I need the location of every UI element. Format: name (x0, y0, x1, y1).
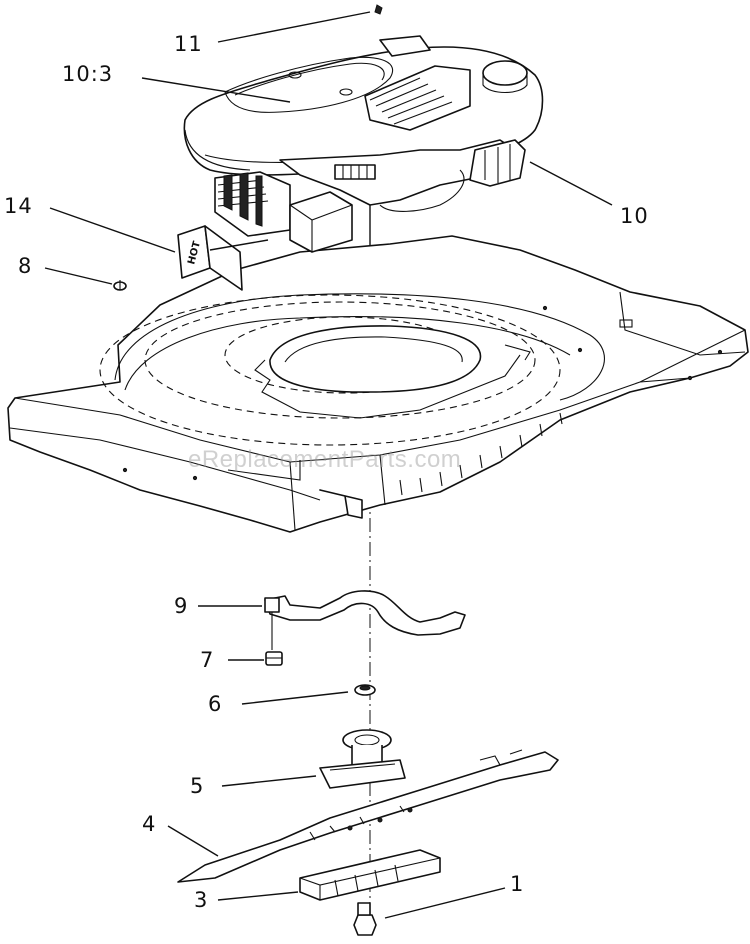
callout-14: 14 (4, 194, 33, 218)
screw-part-11 (374, 4, 383, 15)
bolt-part-7 (265, 651, 283, 666)
callout-7: 7 (200, 648, 215, 672)
leader-1 (384, 887, 506, 919)
engine-assembly (183, 35, 544, 253)
callout-9: 9 (174, 594, 189, 618)
callout-6: 6 (208, 692, 223, 716)
mower-deck (7, 235, 749, 533)
callout-8: 8 (18, 254, 33, 278)
leader-10 (529, 161, 613, 206)
blade-adapter-part-5 (319, 729, 406, 789)
leader-4 (167, 825, 219, 857)
leader-14b (209, 239, 269, 251)
leader-6 (241, 691, 349, 705)
leader-5 (221, 775, 317, 787)
leader-3 (217, 891, 299, 901)
blade-stiffener-part-3 (299, 849, 441, 901)
leader-14 (49, 207, 176, 253)
leader-10-3 (141, 77, 291, 103)
leader-11 (217, 11, 371, 43)
leader-8 (44, 267, 113, 285)
screw-part-8 (113, 280, 127, 291)
callout-1: 1 (510, 872, 525, 896)
callout-10: 10 (620, 204, 649, 228)
hot-decal-part-14: HOT (177, 225, 243, 291)
blade-bracket-part-9 (264, 590, 466, 650)
callout-3: 3 (194, 888, 209, 912)
callout-5: 5 (190, 774, 205, 798)
callout-4: 4 (142, 812, 157, 836)
cutting-blade-part-4 (177, 749, 559, 883)
blade-bolt-part-1 (353, 902, 377, 936)
watermark-text: eReplacementParts.com (188, 446, 462, 473)
callout-11: 11 (174, 32, 203, 56)
callout-10-3: 10:3 (62, 62, 114, 86)
washer-part-6 (354, 684, 376, 696)
